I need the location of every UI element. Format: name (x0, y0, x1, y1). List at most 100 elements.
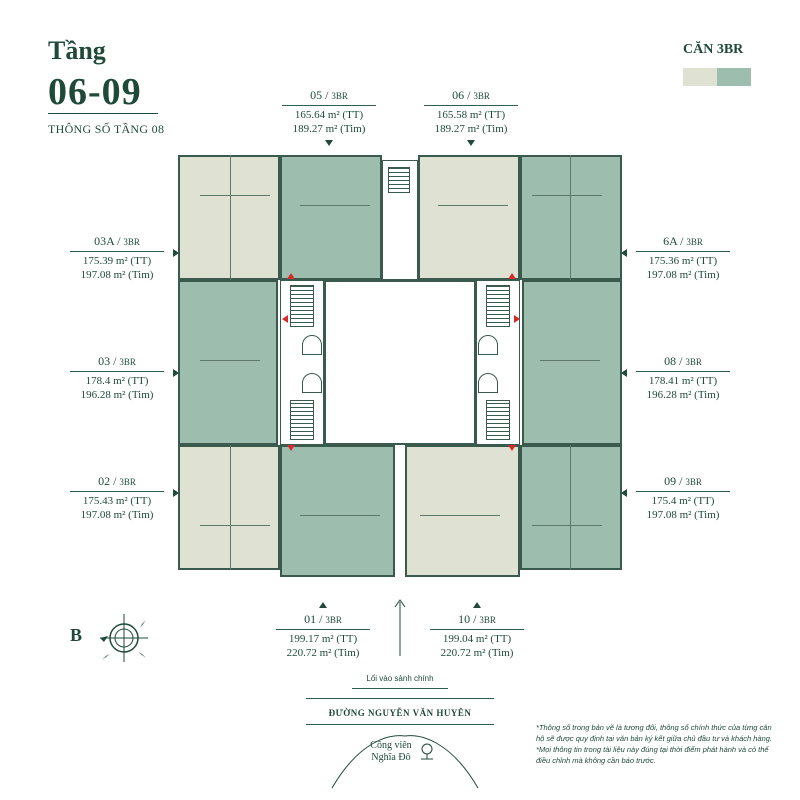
exit-marker-icon (508, 273, 516, 279)
stair (290, 285, 314, 327)
unit-label-01[interactable]: 01 / 3BR 199.17 m² (TT) 220.72 m² (Tim) (270, 602, 376, 660)
street-name: ĐƯỜNG NGUYỄN VĂN HUYÊN (328, 708, 472, 718)
wall (438, 205, 508, 206)
unit-area-tim: 197.08 m² (Tim) (80, 509, 154, 521)
unit-label-03a[interactable]: 03A / 3BR 175.39 m² (TT) 197.08 m² (Tim) (64, 234, 170, 282)
apartment-10-area[interactable] (405, 445, 520, 577)
wall (532, 525, 602, 526)
apartment-05-area[interactable] (280, 155, 382, 280)
unit-type: 3BR (685, 477, 702, 487)
exit-marker-icon (287, 445, 295, 451)
wall (200, 195, 270, 196)
unit-code: 09 (664, 474, 677, 488)
unit-label-06[interactable]: 06 / 3BR 165.58 m² (TT) 189.27 m² (Tim) (418, 88, 524, 146)
apartment-01-area[interactable] (280, 445, 395, 577)
unit-area-tim: 189.27 m² (Tim) (292, 123, 366, 135)
compass-letter: B (70, 625, 83, 645)
stair (388, 167, 410, 193)
unit-code: 08 (664, 354, 677, 368)
divider (282, 105, 376, 106)
wall (300, 205, 370, 206)
unit-label-02[interactable]: 02 / 3BR 175.43 m² (TT) 197.08 m² (Tim) (64, 474, 170, 522)
unit-code: 02 (98, 474, 111, 488)
unit-area-tim: 196.28 m² (Tim) (80, 389, 154, 401)
wall (540, 360, 600, 361)
apartment-6a-area[interactable] (520, 155, 622, 280)
apartment-03a-area[interactable] (178, 155, 280, 280)
unit-code: 05 (310, 88, 323, 102)
arrow-up-icon (319, 602, 327, 608)
exit-marker-icon (282, 315, 288, 323)
unit-area-tim: 196.28 m² (Tim) (646, 389, 720, 401)
divider (48, 113, 158, 114)
apartment-06-area[interactable] (418, 155, 520, 280)
unit-area-tim: 220.72 m² (Tim) (286, 647, 360, 659)
divider (306, 724, 494, 725)
wall (532, 195, 602, 196)
park-name-line: Công viên (370, 740, 412, 751)
stair (486, 400, 510, 440)
unit-area-tt: 165.58 m² (TT) (436, 109, 506, 121)
wall (300, 515, 380, 516)
arrow-down-icon (467, 140, 475, 146)
unit-area-tt: 165.64 m² (TT) (294, 109, 364, 121)
floor-label: Tầng (48, 36, 106, 65)
unit-type: 3BR (473, 91, 490, 101)
unit-type: 3BR (123, 237, 140, 247)
wall (230, 445, 231, 570)
apartment-09-area[interactable] (520, 445, 622, 570)
legend-title: CĂN 3BR (683, 42, 744, 57)
main-entrance-label: Lối vào sảnh chính (366, 674, 434, 683)
floor-range: 06-09 (48, 71, 142, 113)
park-name-line: Nghĩa Đô (371, 752, 411, 763)
wall (420, 515, 500, 516)
unit-area-tim: 197.08 m² (Tim) (646, 269, 720, 281)
note-line: *Mọi thông tin trong tài liệu này đúng t… (536, 745, 769, 765)
note-line: *Thông số trong bản vẽ là tương đối, thô… (536, 723, 773, 743)
apartment-08-area[interactable] (522, 280, 622, 445)
unit-label-6a[interactable]: 6A / 3BR 175.36 m² (TT) 197.08 m² (Tim) (630, 234, 736, 282)
unit-area-tt: 199.17 m² (TT) (288, 633, 358, 645)
unit-label-09[interactable]: 09 / 3BR 175.4 m² (TT) 197.08 m² (Tim) (630, 474, 736, 522)
elevator-icon (478, 373, 498, 393)
unit-label-08[interactable]: 08 / 3BR 178.41 m² (TT) 196.28 m² (Tim) (630, 354, 736, 402)
divider (306, 698, 494, 699)
legend-swatch-light (683, 68, 717, 86)
arrow-right-icon (173, 369, 179, 377)
unit-area-tt: 175.43 m² (TT) (82, 495, 152, 507)
arrow-left-icon (621, 249, 627, 257)
unit-label-03[interactable]: 03 / 3BR 178.4 m² (TT) 196.28 m² (Tim) (64, 354, 170, 402)
divider (276, 629, 370, 630)
floor-plan (170, 145, 630, 585)
apartment-03-area[interactable] (178, 280, 278, 445)
unit-type: 3BR (686, 237, 703, 247)
stair (486, 285, 510, 327)
arrow-right-icon (173, 489, 179, 497)
park-outline (331, 735, 479, 789)
unit-code: 10 (458, 612, 471, 626)
entrance-arrow-icon (394, 599, 406, 656)
unit-type: 3BR (331, 91, 348, 101)
unit-label-05[interactable]: 05 / 3BR 165.64 m² (TT) 189.27 m² (Tim) (276, 88, 382, 146)
divider (636, 371, 730, 372)
arrow-left-icon (621, 369, 627, 377)
arrow-up-icon (473, 602, 481, 608)
elevator-icon (478, 335, 498, 355)
unit-area-tt: 175.39 m² (TT) (82, 255, 152, 267)
divider (70, 491, 164, 492)
unit-type: 3BR (119, 357, 136, 367)
unit-type: 3BR (325, 615, 342, 625)
unit-area-tim: 197.08 m² (Tim) (646, 509, 720, 521)
unit-area-tt: 178.4 m² (TT) (85, 375, 149, 387)
wall (200, 360, 260, 361)
apartment-02-area[interactable] (178, 445, 280, 570)
unit-label-10[interactable]: 10 / 3BR 199.04 m² (TT) 220.72 m² (Tim) (424, 602, 530, 660)
divider (424, 105, 518, 106)
unit-code: 6A (663, 234, 678, 248)
disclaimer-notes: *Thông số trong bản vẽ là tương đối, thô… (536, 722, 776, 766)
divider (430, 629, 524, 630)
exit-marker-icon (287, 273, 295, 279)
unit-area-tt: 199.04 m² (TT) (442, 633, 512, 645)
arrow-down-icon (325, 140, 333, 146)
arrow-right-icon (173, 249, 179, 257)
